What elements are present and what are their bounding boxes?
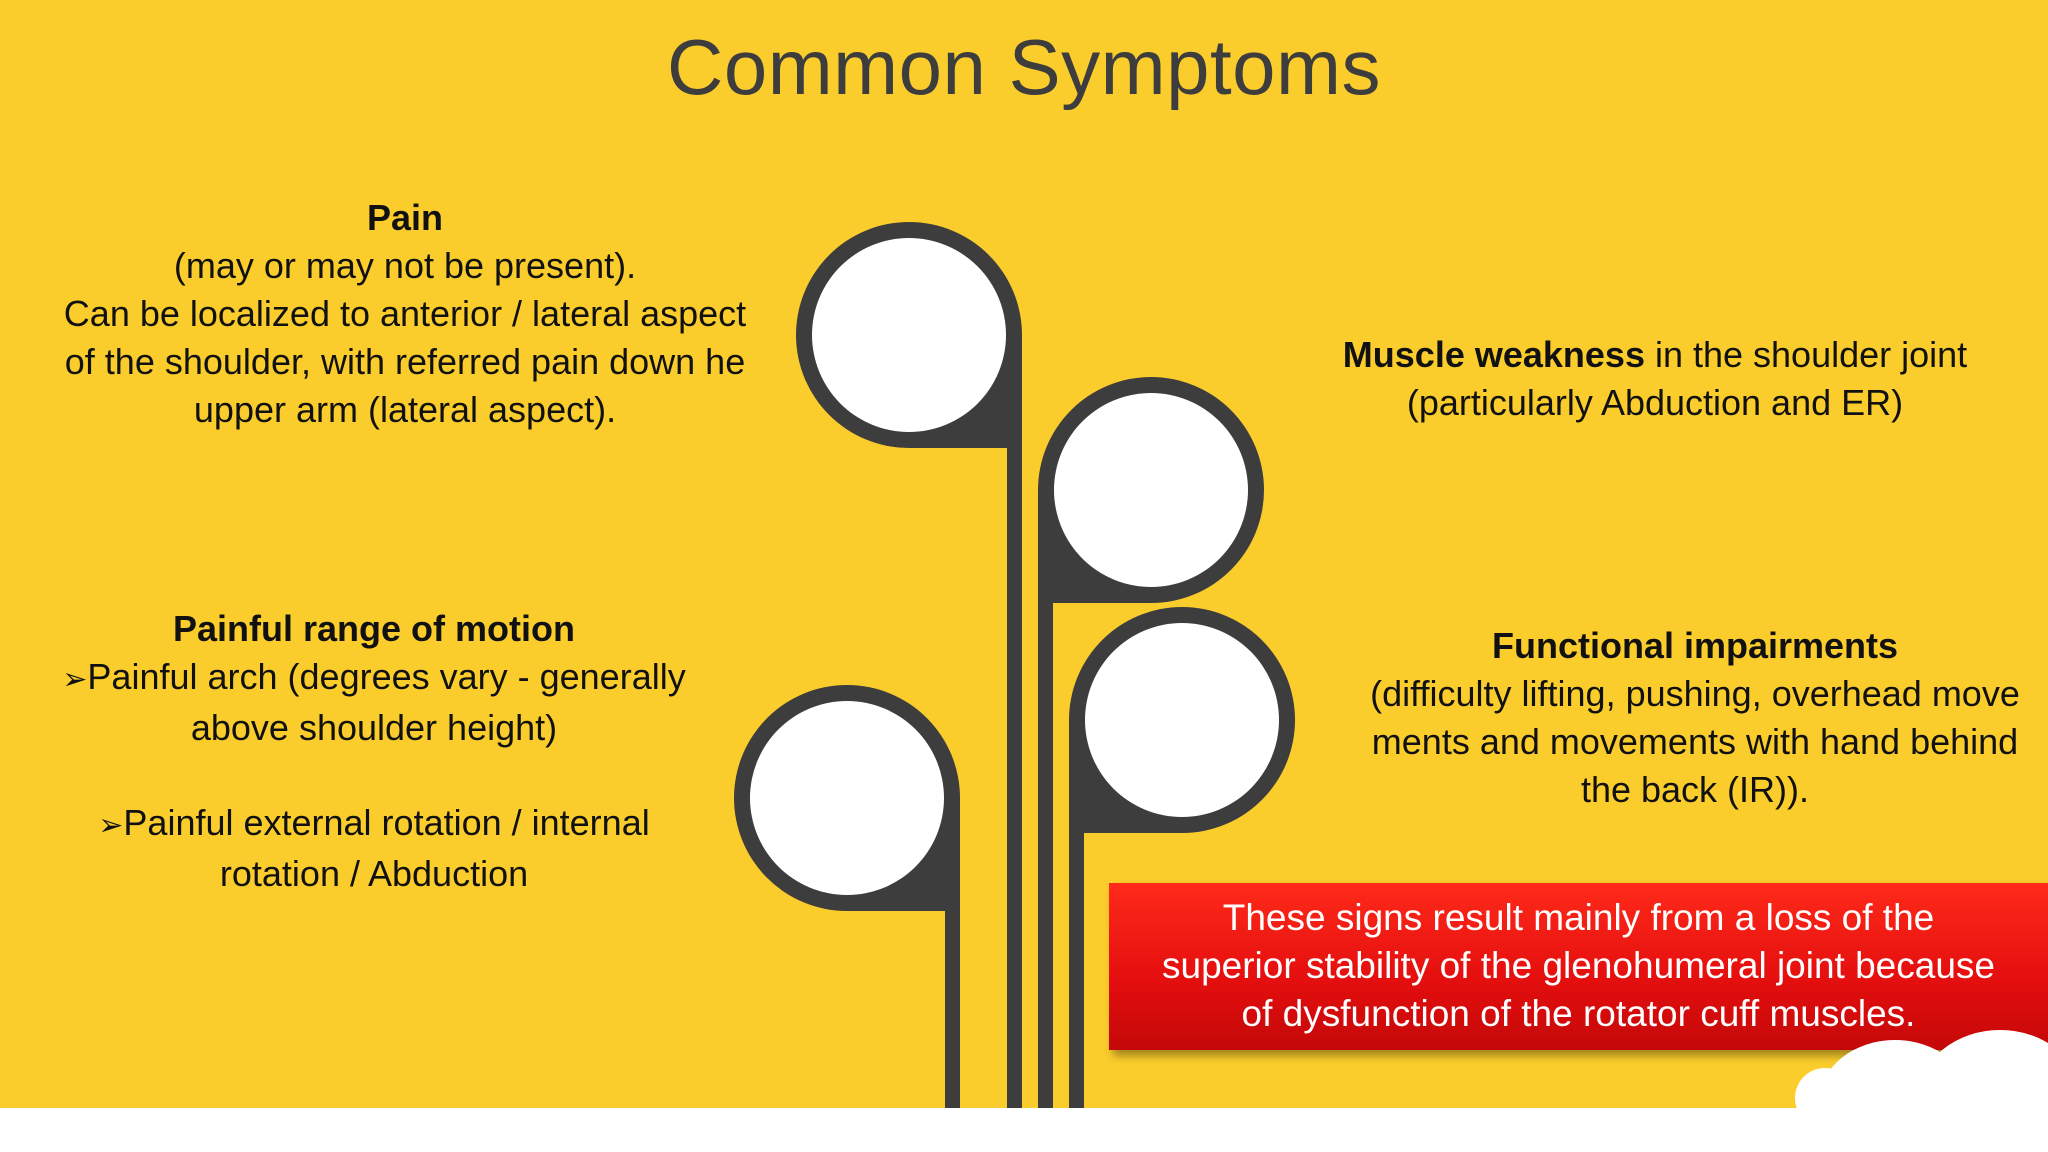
pain-line: Can be localized to anterior / lateral a…: [63, 293, 747, 334]
bubble-range-of-motion: [750, 701, 944, 895]
bubble-pain: [812, 238, 1006, 432]
functional-line: (difficulty lifting, pushing, overhead m…: [1370, 673, 2020, 714]
pain-line: (may or may not be present).: [173, 245, 637, 286]
functional-line: the back (IR)).: [1580, 769, 1810, 810]
pain-block: Pain (may or may not be present). Can be…: [20, 194, 790, 434]
bubble-weakness: [1054, 393, 1248, 587]
callout-line: of dysfunction of the rotator cuff muscl…: [1241, 993, 1916, 1034]
weakness-heading: Muscle weakness: [1342, 334, 1645, 375]
functional-heading: Functional impairments: [1491, 625, 1899, 666]
rom-item-2-line-2: rotation / Abduction: [219, 853, 529, 894]
rom-item-1-line-1: ➢Painful arch (degrees vary - generally: [14, 653, 734, 704]
range-of-motion-block: Painful range of motion ➢Painful arch (d…: [14, 605, 734, 898]
arrow-bullet-icon: ➢: [98, 809, 124, 842]
pain-line: of the shoulder, with referred pain down…: [64, 341, 746, 382]
rom-heading: Painful range of motion: [173, 608, 575, 649]
cloud-decoration: [1920, 1030, 2048, 1152]
callout-line: These signs result mainly from a loss of…: [1222, 897, 1935, 938]
summary-callout: These signs result mainly from a loss of…: [1109, 883, 2048, 1050]
rom-item-1-line-2: above shoulder height): [190, 707, 558, 748]
arrow-bullet-icon: ➢: [62, 663, 88, 696]
functional-line: ments and movements with hand behind: [1371, 721, 2019, 762]
weakness-line-2: (particularly Abduction and ER): [1406, 382, 1904, 423]
pain-heading: Pain: [366, 197, 444, 238]
weakness-block: Muscle weakness in the shoulder joint (p…: [1305, 331, 2005, 427]
rom-item-1-text: Painful arch (degrees vary - generally: [87, 656, 686, 697]
weakness-line-1: Muscle weakness in the shoulder joint: [1305, 331, 2005, 379]
bottom-band: [0, 1108, 2048, 1152]
callout-line: superior stability of the glenohumeral j…: [1162, 945, 1995, 986]
slide-title: Common Symptoms: [667, 23, 1381, 111]
bubble-functional: [1085, 623, 1279, 817]
rom-item-2-line-1: ➢Painful external rotation / internal: [14, 799, 734, 850]
functional-block: Functional impairments (difficulty lifti…: [1335, 622, 2048, 814]
pain-line: upper arm (lateral aspect).: [193, 389, 617, 430]
rom-item-2-text: Painful external rotation / internal: [123, 802, 650, 843]
weakness-rest: in the shoulder joint: [1644, 334, 1968, 375]
